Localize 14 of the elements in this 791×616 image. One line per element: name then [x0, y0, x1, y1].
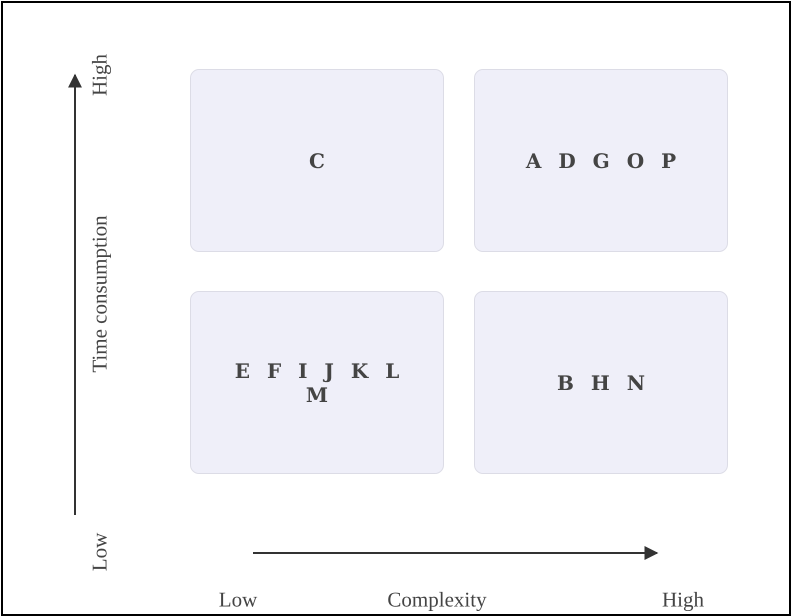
quadrant-box [474, 69, 728, 252]
item-letters: A D G O P [526, 148, 676, 172]
axis-title: Time consumption [88, 215, 112, 373]
axis-label: High [662, 588, 704, 612]
quadrant-box [474, 291, 728, 474]
axis-label: High [88, 54, 112, 96]
item-letters: E F I J K L M [234, 358, 400, 406]
quadrant-box [190, 291, 444, 474]
quadrant-box [190, 69, 444, 252]
item-letters: C [309, 148, 325, 172]
item-letters: B H N [556, 370, 645, 394]
axis-title: Complexity [387, 588, 487, 612]
axis-label: Low [218, 588, 258, 612]
axis-label: Low [88, 532, 112, 572]
